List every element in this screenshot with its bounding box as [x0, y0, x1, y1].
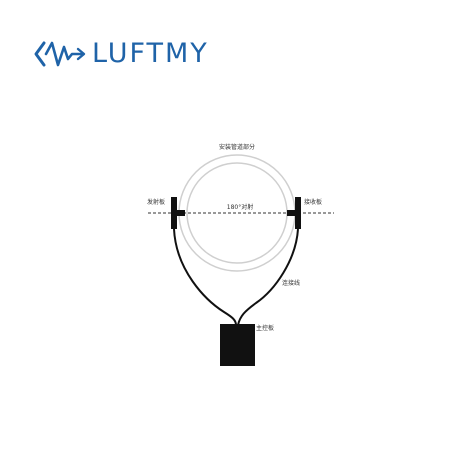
brand-name: LUFTMY: [92, 38, 209, 69]
control-board: [220, 324, 255, 366]
receiver-bracket: [287, 210, 295, 216]
transmitter-board: [171, 197, 177, 229]
right-connecting-wire: [237, 228, 299, 326]
pipe-section-label: 安装管道部分: [219, 143, 255, 151]
control-board-label: 主控板: [256, 324, 274, 332]
connecting-wire-label: 连接线: [282, 279, 300, 287]
left-connecting-wire: [173, 228, 237, 326]
transmitter-bracket: [177, 210, 185, 216]
brand-logo: LUFTMY: [34, 38, 209, 70]
receiver-board: [295, 197, 301, 229]
receiver-board-label: 接收板: [304, 198, 322, 206]
pipe-inner-ring: [186, 162, 288, 264]
transmitter-board-label: 发射板: [147, 198, 165, 206]
luftmy-logo-mark-icon: [34, 41, 86, 67]
alignment-label: 180°对射: [227, 203, 253, 211]
